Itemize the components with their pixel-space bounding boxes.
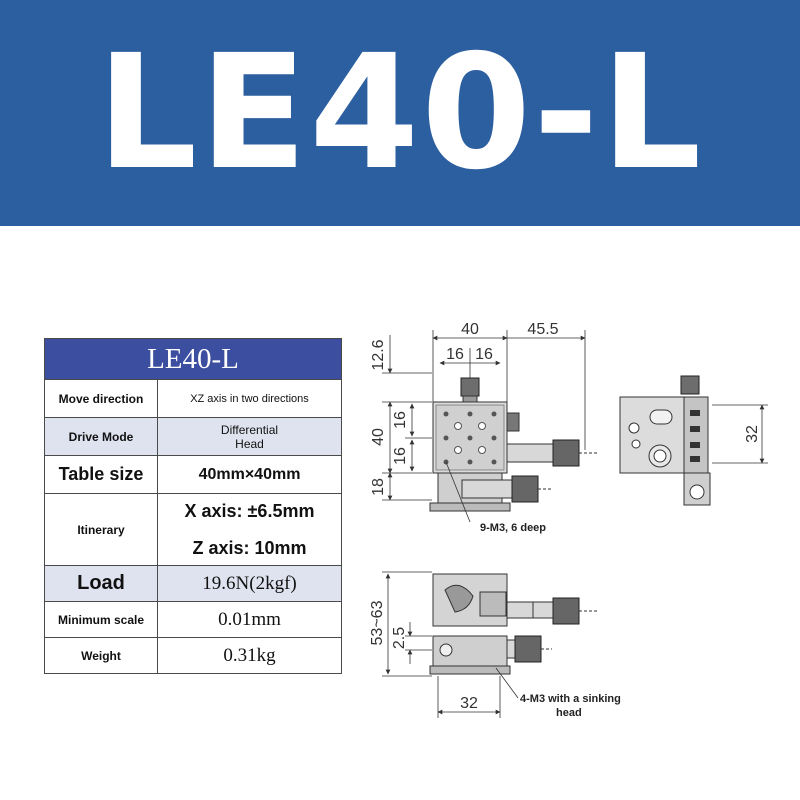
value-drive-mode-line1: Differential: [220, 422, 279, 437]
dim-half-left: 16: [446, 346, 464, 363]
dim-width: 40: [461, 321, 479, 338]
label-load: Load: [44, 565, 158, 602]
label-weight: Weight: [44, 637, 158, 674]
value-itinerary-z: Z axis: 10mm: [192, 537, 307, 558]
value-load: 19.6N(2kgf): [157, 565, 342, 602]
banner-title: LE40-L: [96, 21, 704, 205]
value-move-direction: XZ axis in two directions: [157, 379, 342, 418]
spec-table-title: LE40-L: [44, 338, 342, 380]
dim-inner-bottom: 16: [392, 447, 409, 465]
value-drive-mode: Differential Head: [157, 417, 342, 456]
value-itinerary: X axis: ±6.5mm Z axis: 10mm: [157, 493, 342, 566]
label-drive-mode: Drive Mode: [44, 417, 158, 456]
dim-inner-top: 16: [392, 411, 409, 429]
value-drive-mode-line2: Head: [235, 436, 264, 451]
spec-table-header: LE40-L: [44, 338, 342, 380]
dim-half-right: 16: [475, 346, 493, 363]
front-dim-gap: 2.5: [391, 627, 408, 649]
row-minimum-scale: Minimum scale 0.01mm: [44, 601, 342, 638]
dim-height: 40: [370, 428, 387, 446]
dim-offset: 45.5: [527, 321, 558, 338]
callout-sinking-line1: 4-M3 with a sinking: [520, 693, 621, 705]
spec-table: LE40-L Move direction XZ axis in two dir…: [44, 338, 342, 674]
row-drive-mode: Drive Mode Differential Head: [44, 417, 342, 456]
value-itinerary-x: X axis: ±6.5mm: [184, 500, 315, 521]
side-view: [619, 375, 768, 506]
title-banner: LE40-L: [0, 0, 800, 226]
row-table-size: Table size 40mm×40mm: [44, 455, 342, 494]
label-itinerary: Itinerary: [44, 493, 158, 566]
value-minimum-scale: 0.01mm: [157, 601, 342, 638]
front-dim-base: 32: [460, 695, 478, 712]
label-minimum-scale: Minimum scale: [44, 601, 158, 638]
value-weight: 0.31kg: [157, 637, 342, 674]
side-dim-height: 32: [744, 425, 761, 443]
front-view-labels: 53~63 2.5 32 4-M3 with a sinking head: [369, 600, 621, 719]
row-load: Load 19.6N(2kgf): [44, 565, 342, 602]
front-dim-range: 53~63: [369, 600, 386, 645]
row-weight: Weight 0.31kg: [44, 637, 342, 674]
dim-top: 12.6: [370, 339, 387, 370]
front-view: [382, 571, 598, 718]
top-view-labels: 40 45.5 16 16 12.6 40 16 16 18 9-M3, 6 d…: [370, 321, 559, 534]
row-move-direction: Move direction XZ axis in two directions: [44, 379, 342, 418]
callout-sinking-line2: head: [556, 707, 582, 719]
dim-bottom: 18: [370, 478, 387, 496]
row-itinerary: Itinerary X axis: ±6.5mm Z axis: 10mm: [44, 493, 342, 566]
value-table-size: 40mm×40mm: [157, 455, 342, 494]
label-move-direction: Move direction: [44, 379, 158, 418]
callout-thread-holes: 9-M3, 6 deep: [480, 522, 546, 534]
top-view: [382, 330, 598, 523]
label-table-size: Table size: [44, 455, 158, 494]
